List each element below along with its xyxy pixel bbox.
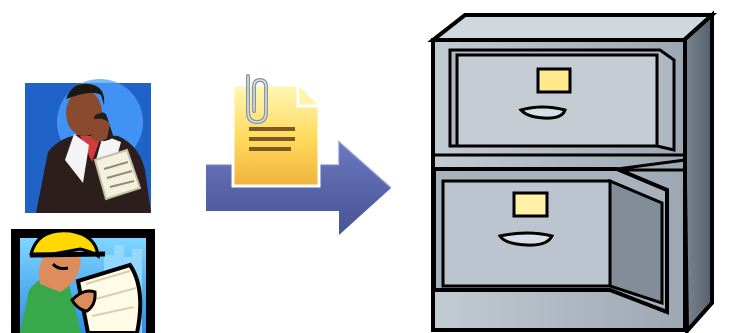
filing-cabinet-icon	[433, 15, 712, 331]
businessman-on-phone-icon	[25, 79, 151, 213]
paperclip-document-icon	[233, 76, 319, 186]
construction-worker-with-blueprint-icon	[11, 229, 155, 333]
